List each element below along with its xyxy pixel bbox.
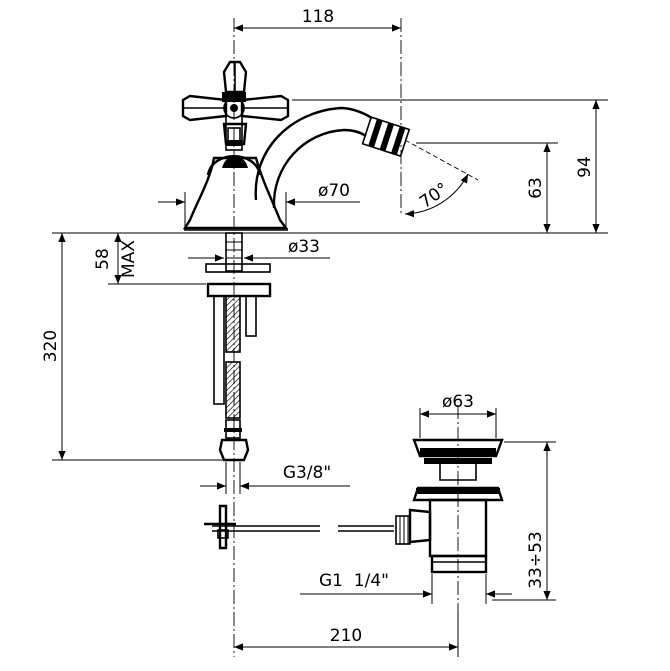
dim-diameter-63: ø63 — [442, 392, 474, 412]
dim-diameter-70: ø70 — [318, 181, 350, 201]
under-deck-fittings — [205, 232, 272, 462]
dim-94: 94 — [575, 156, 595, 178]
center-lines — [233, 18, 479, 657]
dim-210: 210 — [330, 626, 362, 646]
dim-118: 118 — [302, 7, 334, 27]
dim-thread-g38: G3/8" — [283, 463, 331, 483]
popup-waste — [204, 438, 504, 574]
dim-63: 63 — [526, 177, 546, 199]
dim-max-label: MAX — [119, 240, 139, 278]
dimension-lines — [52, 24, 608, 657]
dim-range-33-53: 33÷53 — [526, 531, 546, 589]
dim-58: 58 — [93, 248, 113, 270]
dim-diameter-33: ø33 — [288, 237, 320, 257]
dim-thread-g114: G1 1/4" — [319, 571, 389, 591]
spout-nozzle — [361, 116, 411, 158]
dimension-labels: 118 94 63 70° ø70 58 MAX ø33 320 G3/8" ø… — [41, 7, 595, 646]
dim-320: 320 — [41, 330, 61, 362]
dim-angle-70: 70° — [416, 179, 452, 213]
mixer-body — [181, 60, 411, 231]
